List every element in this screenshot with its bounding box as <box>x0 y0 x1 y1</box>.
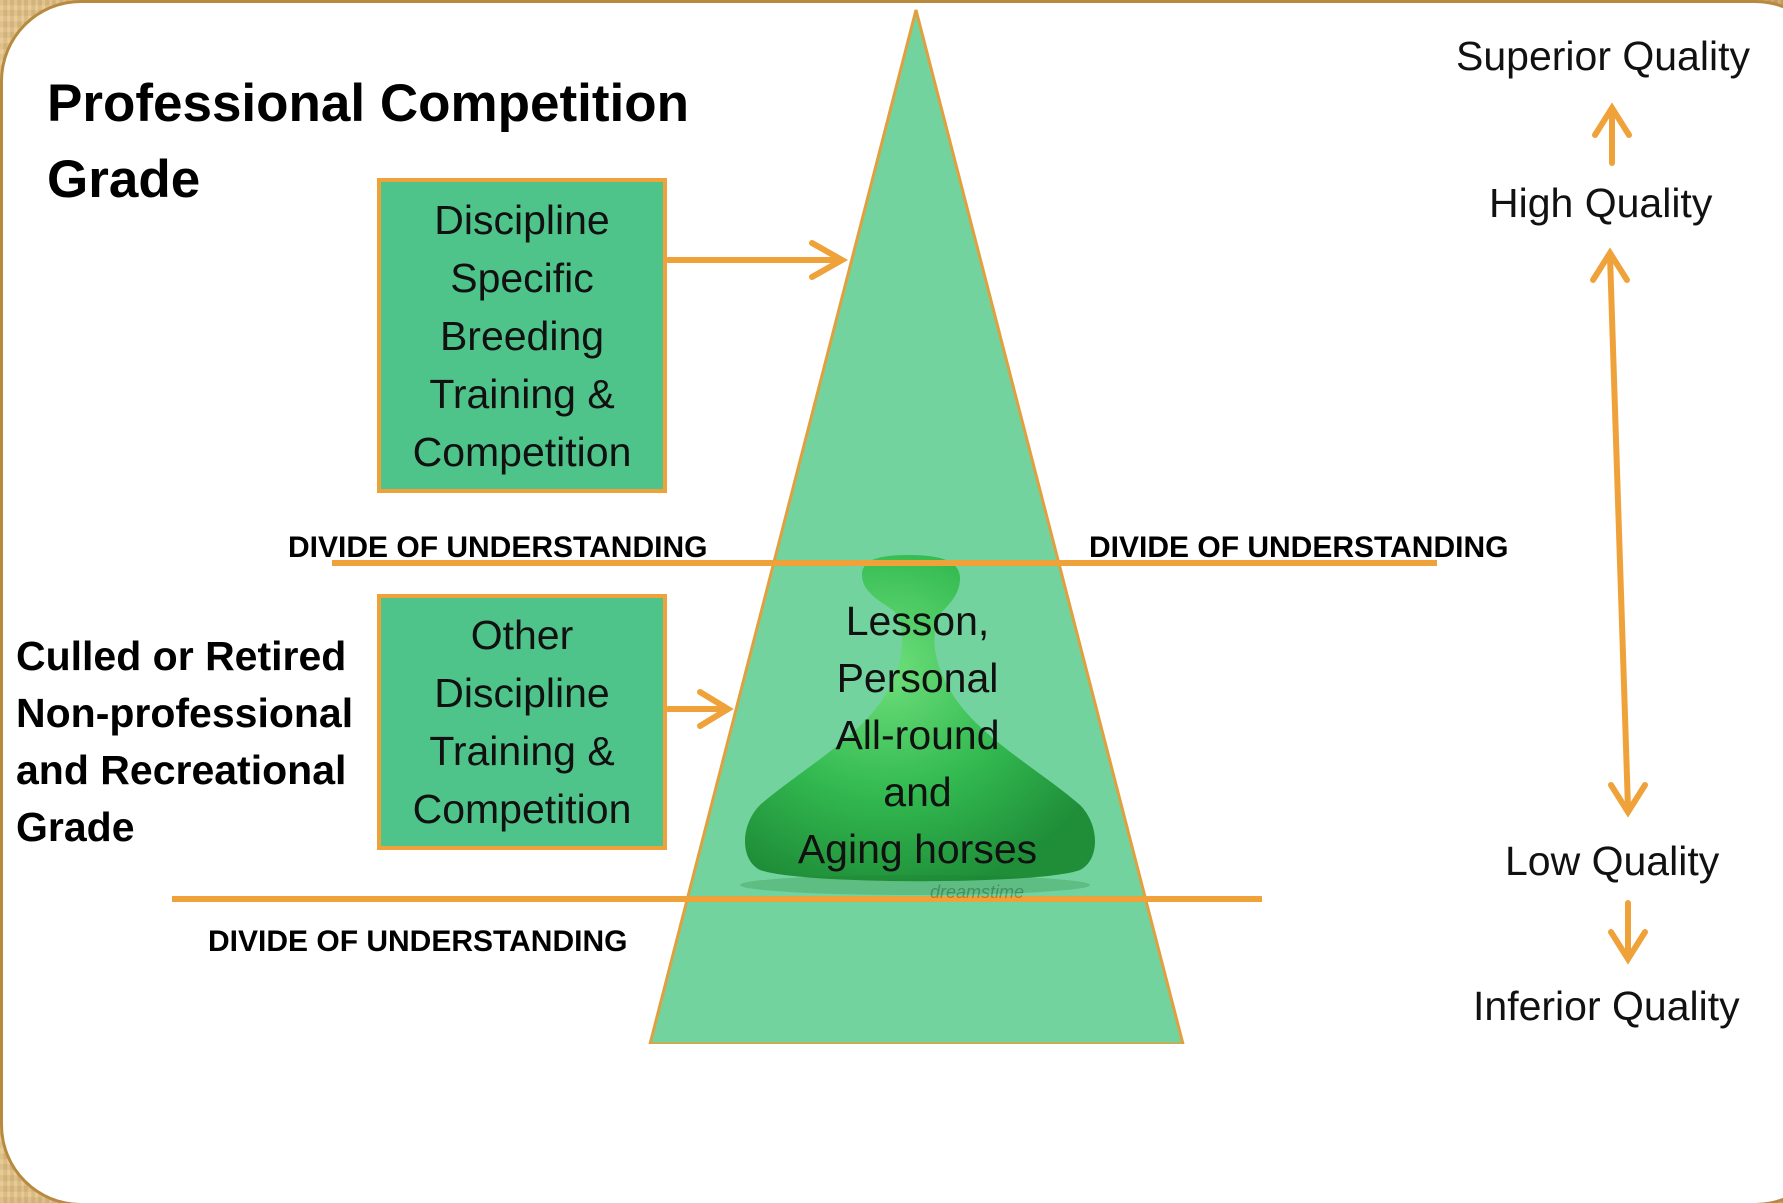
arrow-bottom-box <box>665 689 734 729</box>
center-line-5: Aging horses <box>797 826 1038 872</box>
arrow-high-low-range <box>1590 247 1648 818</box>
center-line-3: All-round <box>835 712 1000 758</box>
low-quality-label: Low Quality <box>1505 838 1720 884</box>
arrow-high-to-superior <box>1592 102 1632 166</box>
culled-grade-label: Culled or Retired Non-professional and R… <box>16 628 353 856</box>
high-quality-label: High Quality <box>1489 180 1713 226</box>
center-line-4: and <box>883 769 952 815</box>
box-top-line-4: Training & <box>429 370 615 417</box>
divide-label-right: DIVIDE OF UNDERSTANDING <box>1089 531 1509 564</box>
culled-grade-line-4: Grade <box>16 804 135 850</box>
lesson-horses-label: Lesson, Personal All-round and Aging hor… <box>760 593 1075 878</box>
divide-label-left: DIVIDE OF UNDERSTANDING <box>288 531 708 564</box>
watermark: dreamstime <box>930 882 1025 902</box>
page-title-line-1: Professional Competition <box>47 74 689 133</box>
discipline-specific-box: Discipline Specific Breeding Training & … <box>377 178 667 493</box>
box-bottom-line-2: Discipline <box>434 670 610 716</box>
divide-label-bottom: DIVIDE OF UNDERSTANDING <box>208 925 628 958</box>
center-line-2: Personal <box>836 655 999 701</box>
superior-quality-label: Superior Quality <box>1456 33 1750 79</box>
box-top-line-2: Specific <box>450 254 594 301</box>
page-title-line-2: Grade <box>47 150 201 209</box>
box-bottom-line-1: Other <box>470 612 574 658</box>
arrow-low-to-inferior <box>1608 900 1648 965</box>
box-top-line-3: Breeding <box>439 312 605 359</box>
box-bottom-line-4: Competition <box>412 786 632 832</box>
culled-grade-line-3: and Recreational <box>16 747 347 793</box>
box-bottom-line-3: Training & <box>429 728 615 774</box>
center-line-1: Lesson, <box>845 598 990 644</box>
other-discipline-box: Other Discipline Training & Competition <box>377 594 667 850</box>
pyramid-diagram <box>172 9 1648 1044</box>
page-title: Professional Competition Grade <box>47 66 689 218</box>
culled-grade-line-1: Culled or Retired <box>16 633 347 679</box>
pawn-icon <box>740 555 1095 895</box>
arrow-top-box <box>665 240 849 280</box>
culled-grade-line-2: Non-professional <box>16 690 354 736</box>
inferior-quality-label: Inferior Quality <box>1473 983 1740 1029</box>
box-top-line-5: Competition <box>412 428 632 475</box>
box-top-line-1: Discipline <box>434 196 610 243</box>
